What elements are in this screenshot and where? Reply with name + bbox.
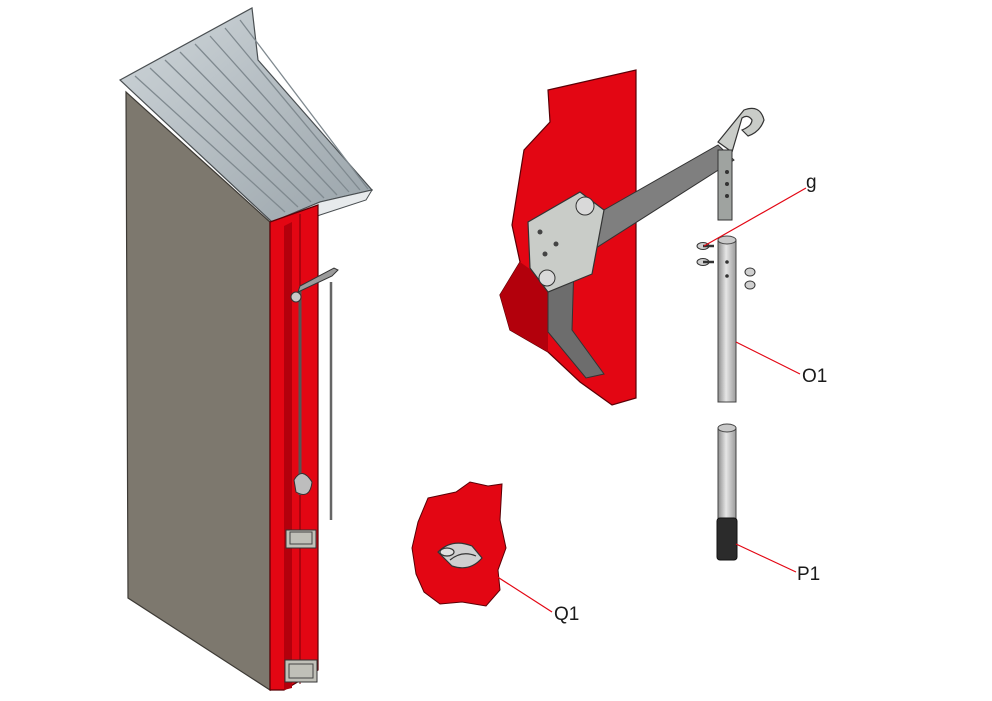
door-rod-hardware — [284, 267, 339, 683]
callout-g: g — [806, 172, 817, 193]
leader-lines — [495, 187, 807, 613]
callout-p1: P1 — [797, 564, 820, 585]
leader-q1 — [495, 575, 553, 613]
leader-p1 — [735, 543, 797, 573]
pole-lower — [717, 427, 737, 521]
bracket-hook — [717, 107, 765, 153]
mounting-plate — [527, 191, 605, 293]
callout-o1: O1 — [802, 366, 827, 387]
clamp-detail — [411, 481, 507, 607]
pole-end-cap — [716, 517, 738, 561]
pole-assembly — [696, 235, 756, 561]
pole-upper — [717, 239, 737, 403]
wall-bracket-assembly — [499, 69, 765, 406]
red-door-panel — [269, 204, 319, 691]
fitting-bolts — [696, 242, 756, 290]
leader-o1 — [735, 341, 801, 375]
building-wall-assembly — [118, 7, 374, 692]
clamp-part — [437, 542, 483, 569]
leader-g — [703, 187, 807, 247]
callout-q1: Q1 — [554, 604, 579, 625]
